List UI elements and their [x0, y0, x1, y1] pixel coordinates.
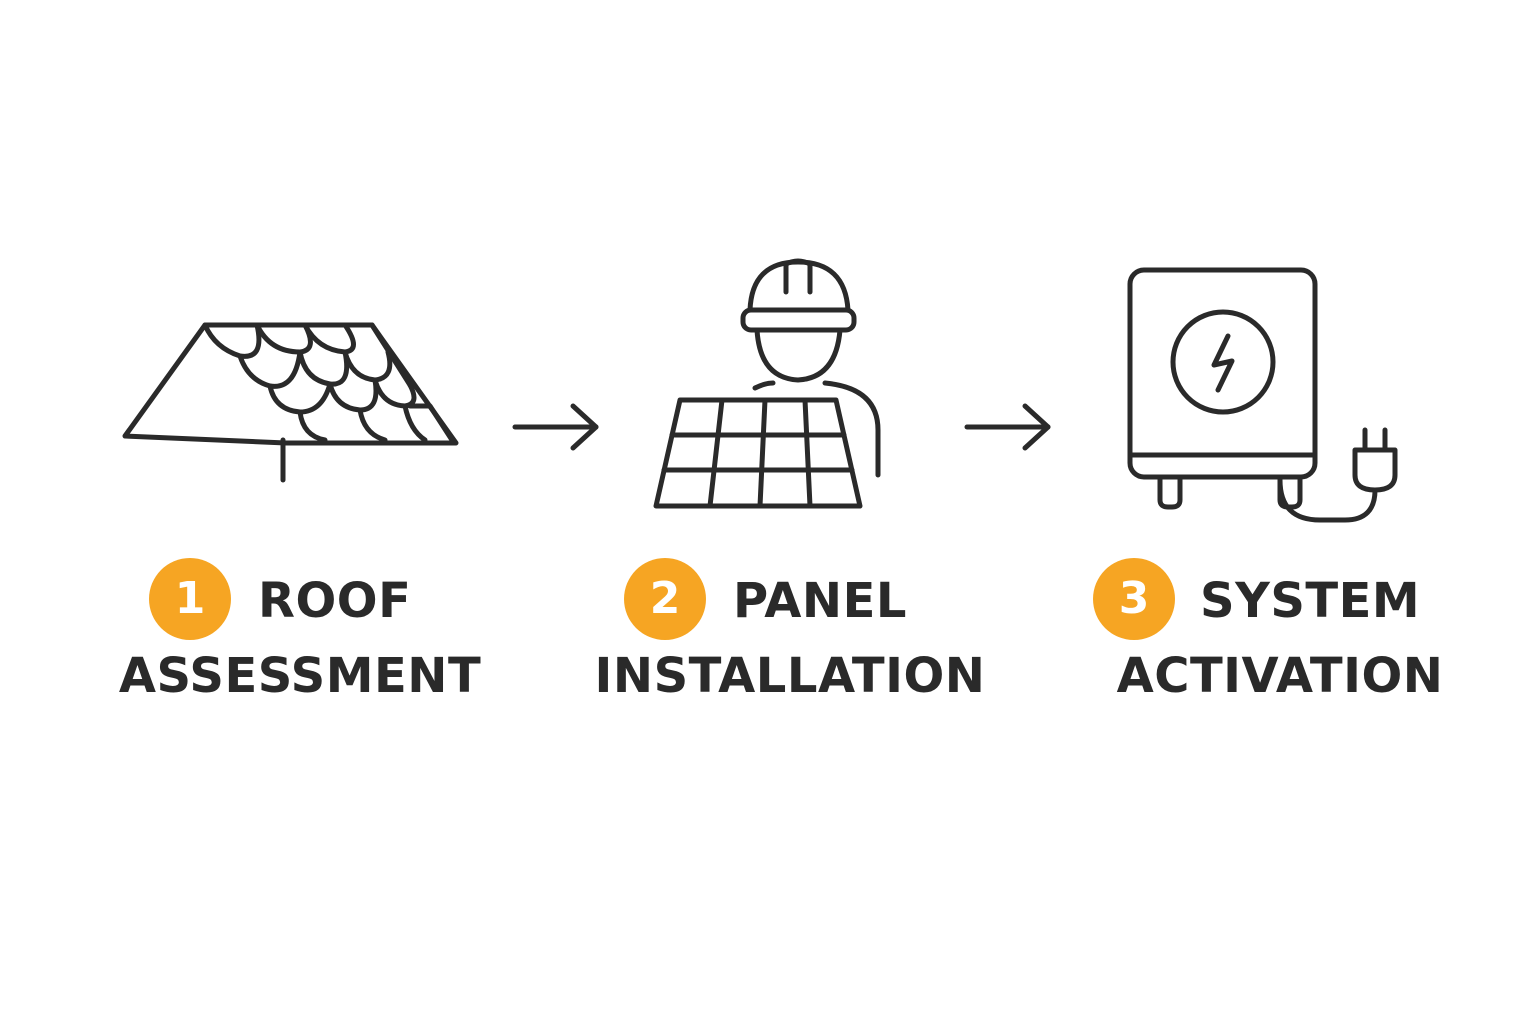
step-title-line1: ROOF — [258, 573, 412, 629]
step-number-badge: 1 — [149, 558, 231, 640]
step-title-line2: ACTIVATION — [1116, 648, 1444, 704]
arrow-right-icon — [510, 400, 605, 459]
arrow-right-icon — [962, 400, 1057, 459]
roof-shingles-icon — [110, 305, 480, 495]
worker-solar-panel-icon — [640, 250, 900, 520]
inverter-plug-icon — [1120, 260, 1410, 530]
step-title-line1: SYSTEM — [1200, 573, 1421, 629]
step-number-badge: 2 — [624, 558, 706, 640]
step-title-line2: ASSESSMENT — [118, 648, 482, 704]
step-title-line2: INSTALLATION — [594, 648, 986, 704]
step-number-badge: 3 — [1093, 558, 1175, 640]
step-title-line1: PANEL — [733, 573, 907, 629]
